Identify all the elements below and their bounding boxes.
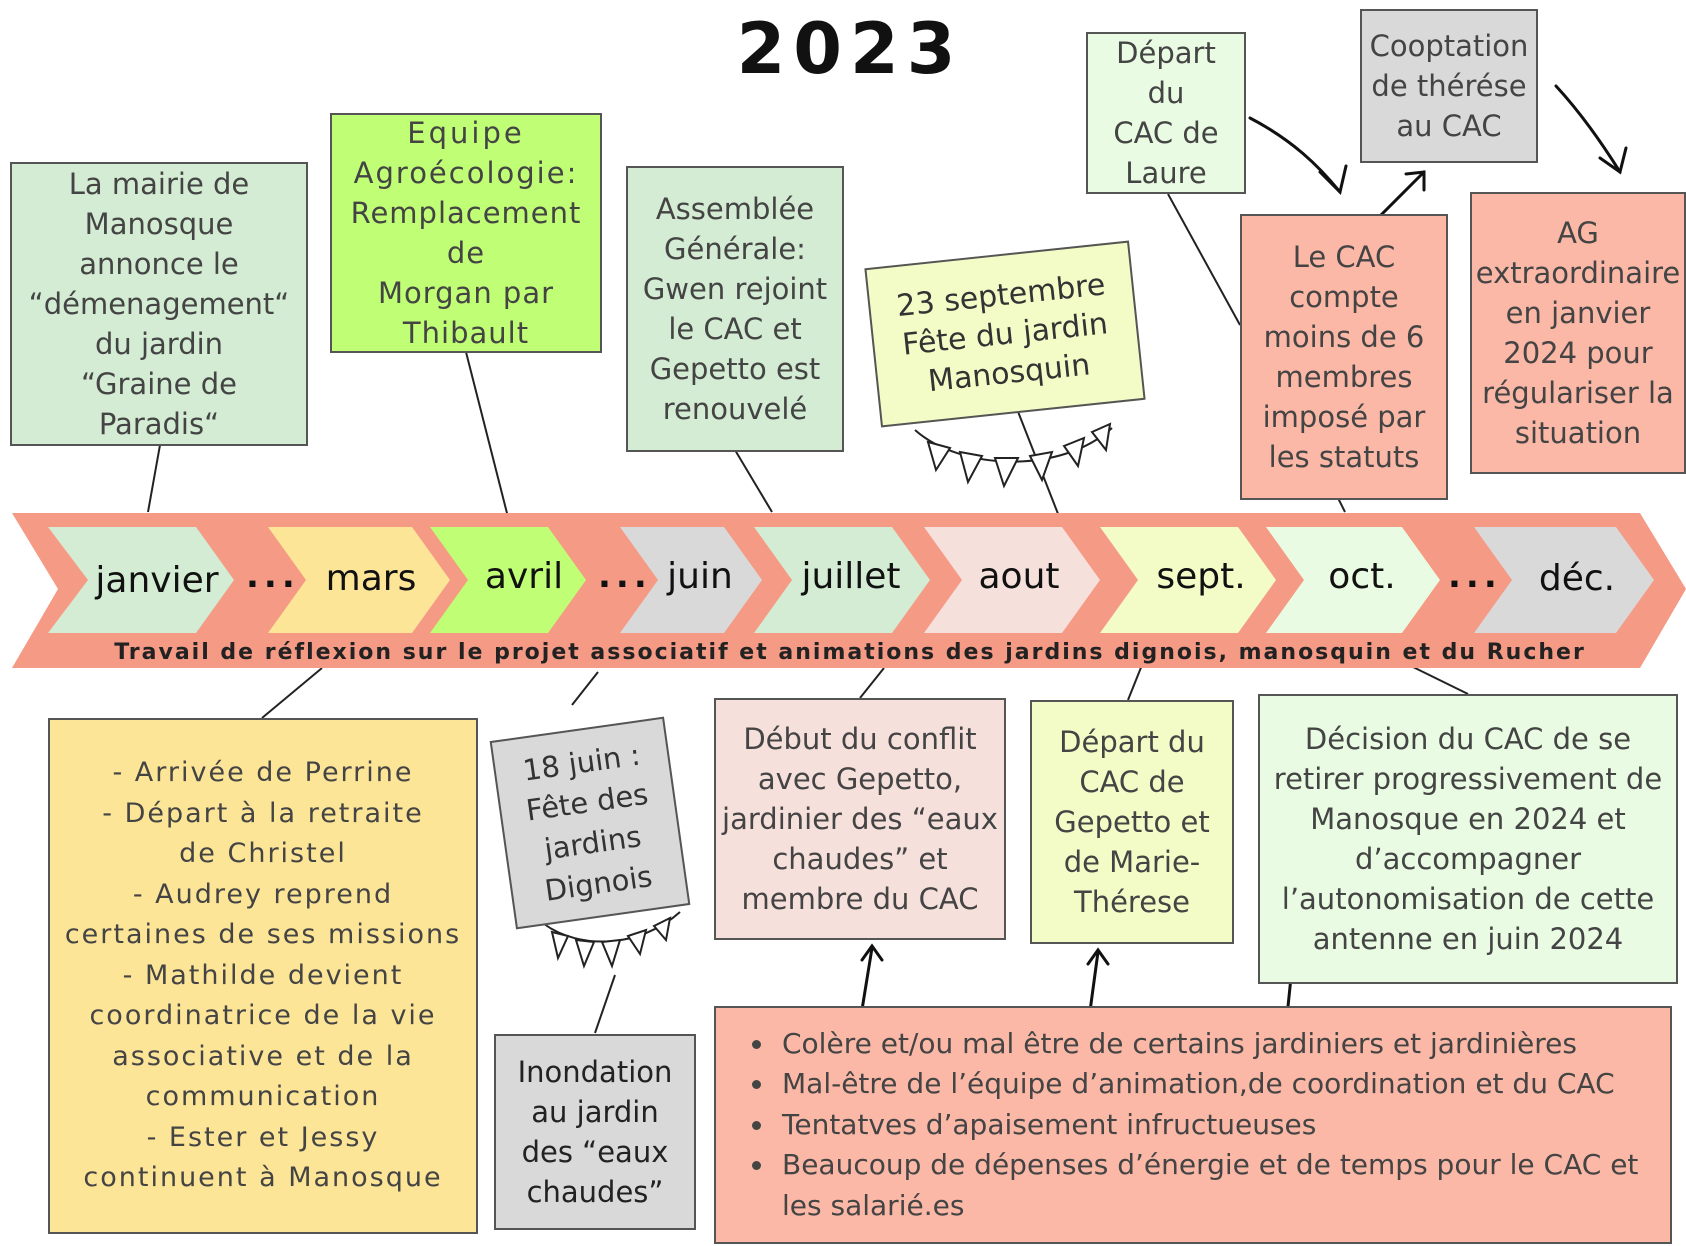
page-title: 2023 <box>736 8 964 90</box>
event-fete-18-juin: 18 juin : Fête des jardins Dignois <box>489 716 691 930</box>
month-sept: sept. <box>1156 556 1246 597</box>
chevron-avril <box>430 527 586 633</box>
month-janvier: janvier <box>95 560 219 601</box>
chevron-juin <box>620 527 762 633</box>
month-aout: aout <box>978 556 1060 597</box>
ellipsis-1: ... <box>246 556 300 596</box>
month-juin: juin <box>667 556 733 597</box>
event-equipe-changements: - Arrivée de Perrine - Départ à la retra… <box>48 718 478 1234</box>
event-debut-conflit: Début du conflit avec Gepetto, jardinier… <box>714 698 1006 940</box>
list-item: Colère et/ou mal être de certains jardin… <box>776 1024 1650 1065</box>
ellipsis-2: ... <box>598 556 652 596</box>
list-item: Mal-être de l’équipe d’animation,de coor… <box>776 1064 1650 1105</box>
month-dec: déc. <box>1538 558 1616 599</box>
list-item: Beaucoup de dépenses d’énergie et de tem… <box>776 1145 1650 1226</box>
month-chevrons <box>48 527 1654 633</box>
month-oct: oct. <box>1328 556 1396 597</box>
ellipsis-3: ... <box>1448 556 1502 596</box>
chevron-sept <box>1100 527 1276 633</box>
month-juillet: juillet <box>801 556 901 597</box>
event-mairie-demenagement: La mairie de Manosque annonce le “démena… <box>10 162 308 446</box>
month-avril: avril <box>484 556 564 597</box>
event-decision-cac: Décision du CAC de se retirer progressiv… <box>1258 694 1678 984</box>
chevron-mars <box>268 527 450 633</box>
month-mars: mars <box>325 558 417 599</box>
chevron-juillet <box>754 527 930 633</box>
chevron-oct <box>1266 527 1440 633</box>
bunting-september-icon <box>914 422 1113 489</box>
event-depart-gepetto: Départ du CAC de Gepetto et de Marie- Th… <box>1030 700 1234 944</box>
event-equipe-agroecologie: Equipe Agroécologie: Remplacement de Mor… <box>330 113 602 353</box>
event-inondation: Inondation au jardin des “eaux chaudes” <box>494 1034 696 1230</box>
arrow-laure-to-cac-icon <box>1248 116 1342 194</box>
arrow-cooptation-to-ag-icon <box>1554 84 1622 174</box>
consequences-list-box: Colère et/ou mal être de certains jardin… <box>714 1006 1672 1244</box>
banner-caption: Travail de réflexion sur le projet assoc… <box>114 640 1586 665</box>
event-assemblee-generale: Assemblée Générale: Gwen rejoint le CAC … <box>626 166 844 452</box>
consequences-list: Colère et/ou mal être de certains jardin… <box>736 1024 1650 1227</box>
event-cac-moins-6-membres: Le CAC compte moins de 6 membres imposé … <box>1240 214 1448 500</box>
event-depart-laure: Départ du CAC de Laure <box>1086 32 1246 194</box>
connector-lines <box>147 193 1469 1034</box>
bunting-june-icon <box>543 911 681 969</box>
event-ag-extraordinaire: AG extraordinaire en janvier 2024 pour r… <box>1470 192 1686 474</box>
list-item: Tentatves d’apaisement infructueuses <box>776 1105 1650 1146</box>
event-fete-23-septembre: 23 septembre Fête du jardin Manosquin <box>864 240 1146 428</box>
chevron-aout <box>924 527 1100 633</box>
chevron-janvier <box>48 527 234 633</box>
chevron-dec <box>1474 527 1654 633</box>
event-cooptation-therese: Cooptation de thérése au CAC <box>1360 9 1538 163</box>
